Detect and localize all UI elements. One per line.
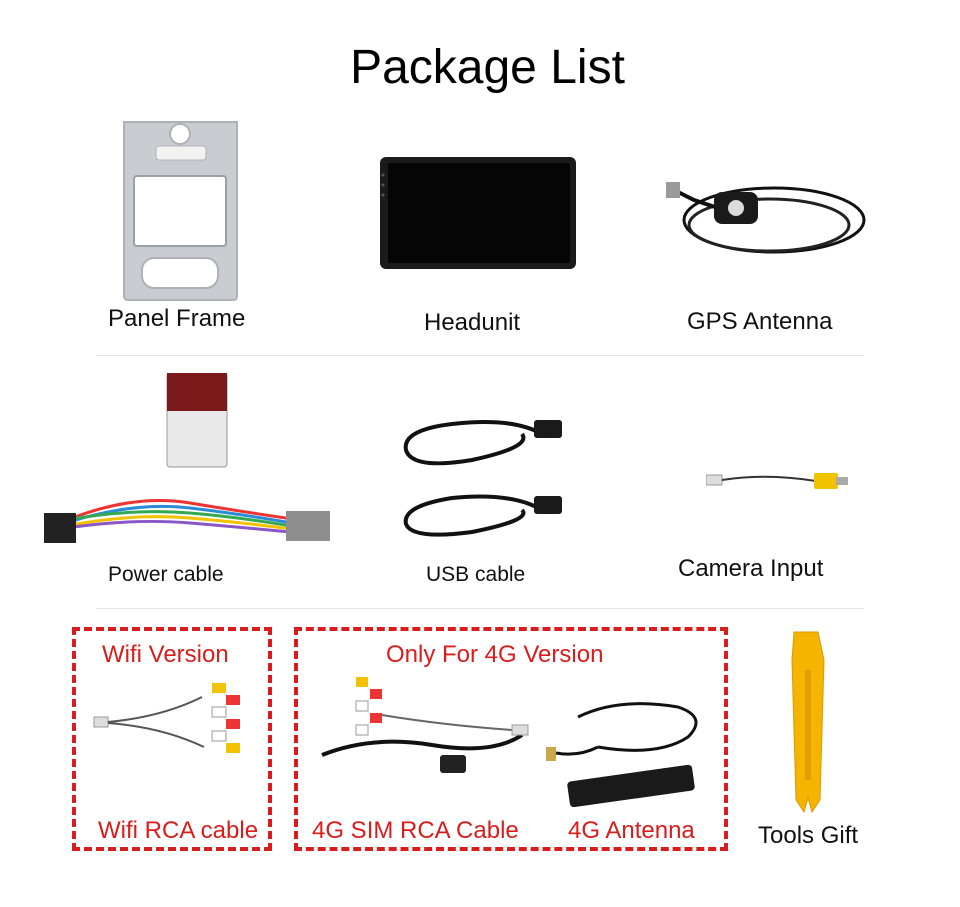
headunit-label: Headunit [424,309,521,336]
gps-antenna-label: GPS Antenna [687,308,833,335]
4g-version-box: Only For 4G Version 4G SIM RCA Cable 4G … [294,627,728,851]
panel-frame-image [118,118,243,303]
4g-sim-rca-cable-label: 4G SIM RCA Cable [312,817,519,844]
4g-version-heading: Only For 4G Version [386,641,604,668]
tools-gift-image [788,630,828,815]
power-cable-image [40,373,340,553]
4g-antenna-image [538,697,708,807]
power-cable-label: Power cable [108,563,224,586]
camera-input-image [706,469,851,493]
4g-sim-rca-cable-image [312,675,532,785]
wifi-rca-cable-label: Wifi RCA cable [98,817,259,844]
gps-antenna-image [664,170,869,260]
tools-gift-label: Tools Gift [758,822,859,849]
usb-cable-image [392,412,577,542]
wifi-rca-cable-image [92,677,252,767]
camera-input-label: Camera Input [678,555,824,582]
page-title: Package List [350,41,625,94]
row-divider [96,608,864,609]
wifi-version-box: Wifi Version Wifi RCA cable [72,627,272,851]
panel-frame-label: Panel Frame [108,305,246,332]
usb-cable-label: USB cable [426,563,526,586]
headunit-image [378,155,578,273]
row-divider [96,355,864,356]
4g-antenna-label: 4G Antenna [568,817,695,844]
wifi-version-heading: Wifi Version [102,641,229,668]
